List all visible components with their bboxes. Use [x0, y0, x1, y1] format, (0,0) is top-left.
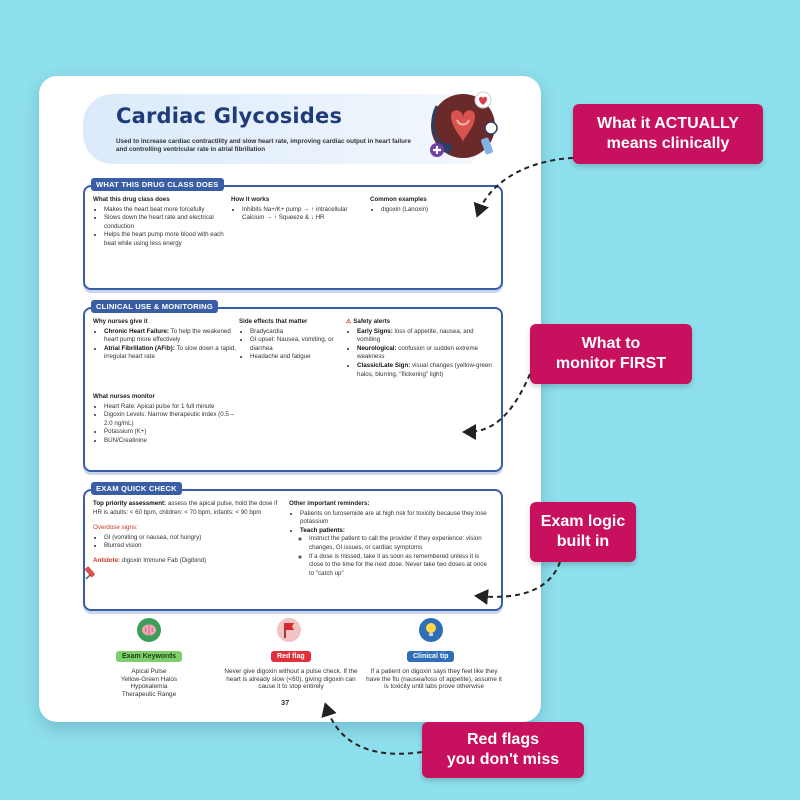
list-item: Patients on furosemide are at high risk …	[300, 510, 493, 527]
list-item: Heart Rate: Apical pulse for 1 full minu…	[104, 403, 243, 412]
callout-red-flags: Red flags you don't miss	[422, 722, 584, 778]
priority-assessment: Top priority assessment: assess the apic…	[93, 500, 278, 516]
lightbulb-icon	[419, 618, 443, 642]
warning-icon: ⚠	[346, 318, 352, 325]
list-item: Slows down the heart rate and electrical…	[104, 214, 233, 231]
list-item: BUN/Creatinine	[104, 437, 243, 446]
column-heading: How it works	[231, 196, 270, 203]
clinical-tip-badge: Clinical tip	[407, 651, 455, 662]
list-item: Helps the heart pump more blood with eac…	[104, 231, 233, 248]
list-item: Early Signs: loss of appetite, nausea, a…	[357, 328, 494, 345]
list-item: Atrial Fibrillation (AFib): To slow down…	[104, 345, 238, 362]
column-heading: Common examples	[370, 196, 427, 203]
list-item: Neurological: confusion or sudden extrem…	[357, 345, 494, 362]
list-item: Headache and fatigue	[250, 353, 344, 362]
list-item: Potassium (K+)	[104, 428, 243, 437]
list-item: digoxin (Lanoxin)	[381, 206, 490, 215]
mechanism-column: How it works Inhibits Na+/K+ pump → ↑ in…	[231, 196, 351, 223]
column-heading: Why nurses give it	[93, 318, 148, 325]
syringe-icon	[84, 566, 95, 580]
column-heading: What this drug class does	[93, 196, 170, 203]
callout-clinical-meaning: What it ACTUALLY means clinically	[573, 104, 763, 164]
exam-keywords-badge: Exam Keywords	[116, 651, 183, 662]
red-flag-text: Never give digoxin without a pulse check…	[224, 668, 358, 691]
list-item: Inhibits Na+/K+ pump → ↑ intracellular C…	[242, 206, 351, 223]
safety-alerts-column: ⚠ Safety alerts Early Signs: loss of app…	[346, 318, 494, 379]
list-item: Instruct the patient to call the provide…	[309, 535, 493, 552]
list-item: GI upset: Nausea, vomiting, or diarrhea	[250, 336, 344, 353]
brain-icon	[137, 618, 161, 642]
callout-exam-logic: Exam logic built in	[530, 502, 636, 562]
title-banner	[83, 94, 475, 164]
section-tag: CLINICAL USE & MONITORING	[91, 300, 218, 313]
page-subtitle: Used to increase cardiac contractility a…	[116, 138, 411, 153]
section-tag: EXAM QUICK CHECK	[91, 482, 182, 495]
monitoring-column: What nurses monitor Heart Rate: Apical p…	[93, 393, 243, 446]
handbook-page: Cardiac Glycosides Used to increase card…	[39, 76, 541, 722]
why-given-column: Why nurses give it Chronic Heart Failure…	[93, 318, 238, 362]
list-item: Teach patients: Instruct the patient to …	[300, 527, 493, 579]
callout-monitor-first: What to monitor FIRST	[530, 324, 692, 384]
keywords-list: Apical Pulse Yellow-Green Halos Hypokale…	[120, 668, 178, 698]
antidote-line: Antidote: digoxin Immune Fab (Digibind)	[93, 556, 207, 564]
section-what-it-does: WHAT THIS DRUG CLASS DOES What this drug…	[83, 178, 503, 290]
page-number: 37	[281, 698, 290, 707]
page-title: Cardiac Glycosides	[116, 104, 343, 128]
column-heading: Other important reminders:	[289, 500, 370, 507]
examples-column: Common examples digoxin (Lanoxin)	[370, 196, 490, 214]
priority-assessment-column: Top priority assessment: assess the apic…	[93, 500, 283, 566]
red-flag-badge: Red flag	[271, 651, 311, 662]
overdose-heading: Overdose signs:	[93, 524, 138, 532]
list-item: GI (vomiting or nausea, not hungry)	[104, 534, 283, 543]
red-flag-icon	[277, 618, 301, 642]
column-heading: Side effects that matter	[239, 318, 308, 325]
list-item: Chronic Heart Failure: To help the weake…	[104, 328, 238, 345]
list-item: Makes the heart beat more forcefully	[104, 206, 233, 215]
list-item: If a dose is missed, take it as soon as …	[309, 553, 493, 579]
reminders-column: Other important reminders: Patients on f…	[289, 500, 493, 578]
side-effects-column: Side effects that matter Bradycardia GI …	[239, 318, 344, 362]
clinical-tip-text: If a patient on digoxin says they feel l…	[366, 668, 502, 691]
section-exam-check: EXAM QUICK CHECK Top priority assessment…	[83, 482, 503, 611]
section-clinical-use: CLINICAL USE & MONITORING Why nurses giv…	[83, 300, 503, 472]
list-item: Digoxin Levels: Narrow therapeutic index…	[104, 411, 243, 428]
column-heading: What nurses monitor	[93, 393, 155, 400]
heart-stethoscope-icon	[430, 91, 498, 158]
list-item: Bradycardia	[250, 328, 344, 337]
list-item: Blurred vision	[104, 542, 283, 551]
section-tag: WHAT THIS DRUG CLASS DOES	[91, 178, 224, 191]
drug-action-column: What this drug class does Makes the hear…	[93, 196, 233, 249]
column-heading: ⚠ Safety alerts	[346, 318, 391, 325]
list-item: Classic/Late Sign: visual changes (yello…	[357, 362, 494, 379]
